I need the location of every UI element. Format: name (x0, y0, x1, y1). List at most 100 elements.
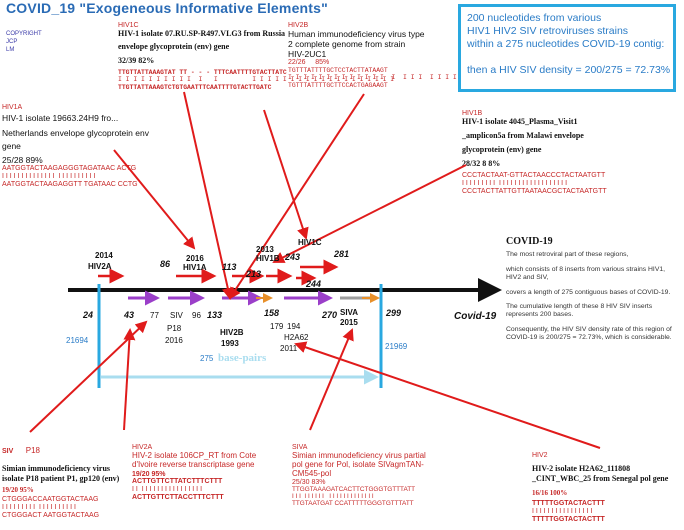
density-info-box: 200 nucleotides from various HIV1 HIV2 S… (458, 4, 676, 92)
hiv1a-tag: HIV1A (2, 104, 23, 111)
hiv2-desc-1: HIV-2 isolate H2A62_111808 (532, 464, 631, 473)
hiv2a-desc-2: d'Ivoire reverse transcriptase gene (132, 460, 255, 469)
siv-score: 19/20 95% (2, 486, 34, 494)
siv-tag: SIV (2, 448, 14, 455)
siv-annotation: SIV P18 Simian immunodeficiency virus is… (2, 440, 142, 519)
label-21694: 21694 (66, 336, 89, 345)
label-hiv2a-top: HIV2A (88, 262, 112, 271)
pointer-hiv1c (263, 109, 309, 240)
hiv1b-desc-2: _amplicon5a from Malawi envelope (462, 131, 584, 140)
hiv2a-annotation: HIV2A HIV-2 isolate 106CP_RT from Cote d… (132, 444, 282, 501)
hiv2a-seq-1: ACTTGTTCTTATCTTTCTTT (132, 478, 223, 485)
covid19-summary-panel: COVID-19 The most retroviral part of the… (506, 236, 678, 349)
hiv1a-seq-2: I I I I I I I I I I I I I I I I I I I I … (2, 172, 96, 180)
label-158: 158 (264, 308, 280, 318)
label-270: 270 (322, 310, 338, 320)
label-244: 244 (306, 279, 322, 289)
label-h2a62: H2A62 (284, 333, 309, 342)
hiv2-score: 16/16 100% (532, 489, 568, 497)
siv-tag2: P18 (25, 446, 40, 455)
label-275: 275 (200, 354, 214, 363)
hiv1b-seq-3: CCCTACTTATTGTTAATAACGCTACTAATGTT (462, 187, 607, 195)
label-hiv1a: HIV1A (183, 263, 207, 272)
hiv2-seq-3: TTTTTGGTACTACTTT (532, 515, 605, 523)
siv-seq-3: CTGGGACT AATGGTACTAAG (2, 511, 100, 519)
label-133: 133 (207, 310, 223, 320)
label-y2011: 2011 (280, 344, 298, 353)
label-hiv1c: HIV1C (298, 238, 322, 247)
hiv2-tag: HIV2 (532, 452, 548, 459)
pointer-hiv2a (123, 328, 136, 431)
hiv2b-tag: HIV2B (288, 22, 309, 29)
hiv1b-desc-1: HIV-1 isolate 4045_Plasma_Visit1 (462, 117, 578, 126)
label-194: 194 (287, 322, 301, 331)
summary-para: The most retroviral part of these region… (506, 251, 629, 259)
hiv2a-seq-3: ACTTGTTCTTACCTTTCTTT (132, 493, 224, 501)
label-hiv1b: HIV1B (256, 254, 280, 263)
hiv1a-annotation: HIV1A HIV-1 isolate 19663.24H9 fro... Ne… (2, 104, 177, 188)
label-2013: 2013 (256, 245, 274, 254)
hiv2b-seq-3: TGTTTATTTTGCTTCCACTGAGAAGT (288, 81, 388, 89)
copyright-block: COPYRIGHT JCP LM (6, 30, 42, 54)
hiv2a-seq-2: I I I I I I I I I I I I I I I I I I (132, 485, 203, 493)
hiv1a-seq-1: AATGGTACTAAGAGGGTAGATAAC ACTG (2, 165, 137, 172)
hiv1a-desc-3: gene (2, 141, 21, 151)
siva-seq-1: TTGGTAAAGATCACTTCTGGGTGTTTATT (292, 486, 416, 493)
hiv1b-seq-1: CCCTACTAAT-GTTACTAACCCTACTAATGTT (462, 172, 606, 179)
label-covid19: Covid-19 (454, 311, 497, 322)
summary-para: The cumulative length of these 8 HIV SIV… (506, 303, 653, 319)
hiv2-seq-2: I I I I I I I I I I I I I I I I (532, 507, 593, 515)
siv-desc-2: isolate P18 patient P1, gp120 (env) (2, 474, 120, 483)
copyright-line: LM (6, 47, 15, 53)
label-113: 113 (222, 262, 237, 272)
copyright-line: JCP (6, 39, 18, 45)
label-21969: 21969 (385, 342, 408, 351)
info-line: HIV1 HIV2 SIV retroviruses strains (467, 25, 629, 37)
hiv1a-score: 25/28 89% (2, 155, 43, 165)
hiv1c-seq-3: TTGTTATTAAAGTCTGTGAATTTCAATTTTGTACTTGATC (118, 83, 272, 91)
siva-desc-2: pol gene for Pol, isolate SIVagmTAN- (292, 460, 424, 469)
hiv1c-desc-2: envelope glycoprotein (env) gene (118, 42, 230, 51)
pointer-hiv2b (228, 93, 365, 300)
label-siv: SIV (170, 311, 183, 320)
siva-seq-3: TTGTAATGAT CCATTTTTGGGTGTTTATT (292, 500, 414, 508)
label-299: 299 (386, 308, 402, 318)
label-y1993: 1993 (221, 339, 239, 348)
label-213: 213 (246, 269, 262, 279)
hiv2b-desc-3: HIV-2UC1 (288, 49, 327, 59)
hiv1b-annotation: HIV1B HIV-1 isolate 4045_Plasma_Visit1 _… (462, 110, 662, 195)
hiv1b-seq-2: I I I I I I I I I I I I I I I I I I I I … (462, 179, 568, 187)
hiv1a-seq-3: AATGGTACTAAGAGGTT TGATAAC CCTG (2, 180, 138, 188)
info-line: within a 275 nucleotides COVID-19 contig… (467, 38, 665, 50)
hiv2a-desc-1: HIV-2 isolate 106CP_RT from Cote (132, 451, 257, 460)
siva-desc-3: CM545-pol (292, 469, 332, 478)
siva-desc-1: Simian immunodeficiency virus partial (292, 451, 426, 460)
label-281: 281 (334, 249, 350, 259)
label-siva: SIVA (340, 308, 359, 317)
info-line: then a HIV SIV density = 200/275 = 72.73… (467, 64, 671, 76)
hiv2-seq-1: TTTTTGGTACTACTTT (532, 500, 605, 507)
label-86: 86 (160, 259, 171, 269)
hiv1c-seq-1: TTGTTATTAAAGTAT TT - - - TTTCAATTTTGTACT… (118, 69, 287, 76)
hiv1a-desc-2: Netherlands envelope glycoprotein env (2, 128, 149, 138)
siv-seq-2: I I I I I I I I I I I I I I I I I I I (2, 503, 76, 511)
summary-para: Consequently, the HIV SIV density rate o… (506, 325, 672, 342)
hiv2b-desc-1: Human immunodeficiency virus type (288, 29, 425, 39)
hiv2a-tag: HIV2A (132, 444, 153, 451)
label-243: 243 (285, 252, 301, 262)
hiv1c-desc-1: HIV-1 isolate 07.RU.SP-R497.VLG3 from Ru… (118, 29, 286, 38)
label-179: 179 (270, 322, 284, 331)
siva-annotation: SIVA Simian immunodeficiency virus parti… (292, 444, 462, 508)
info-line: 200 nucleotides from various (467, 12, 602, 24)
summary-title: COVID-19 (506, 236, 553, 247)
label-hiv2b: HIV2B (220, 328, 244, 337)
hiv1b-desc-3: glycoprotein (env) gene (462, 145, 542, 154)
copyright-line: COPYRIGHT (6, 31, 42, 37)
siva-tag: SIVA (292, 444, 308, 451)
pointer-hiv1b (272, 164, 467, 263)
hiv2-annotation: HIV2 HIV-2 isolate H2A62_111808 _CINT_WB… (532, 452, 682, 523)
hiv1b-tag: HIV1B (462, 110, 483, 117)
label-y2016: 2016 (165, 336, 183, 345)
label-base-pairs: base-pairs (218, 352, 267, 364)
